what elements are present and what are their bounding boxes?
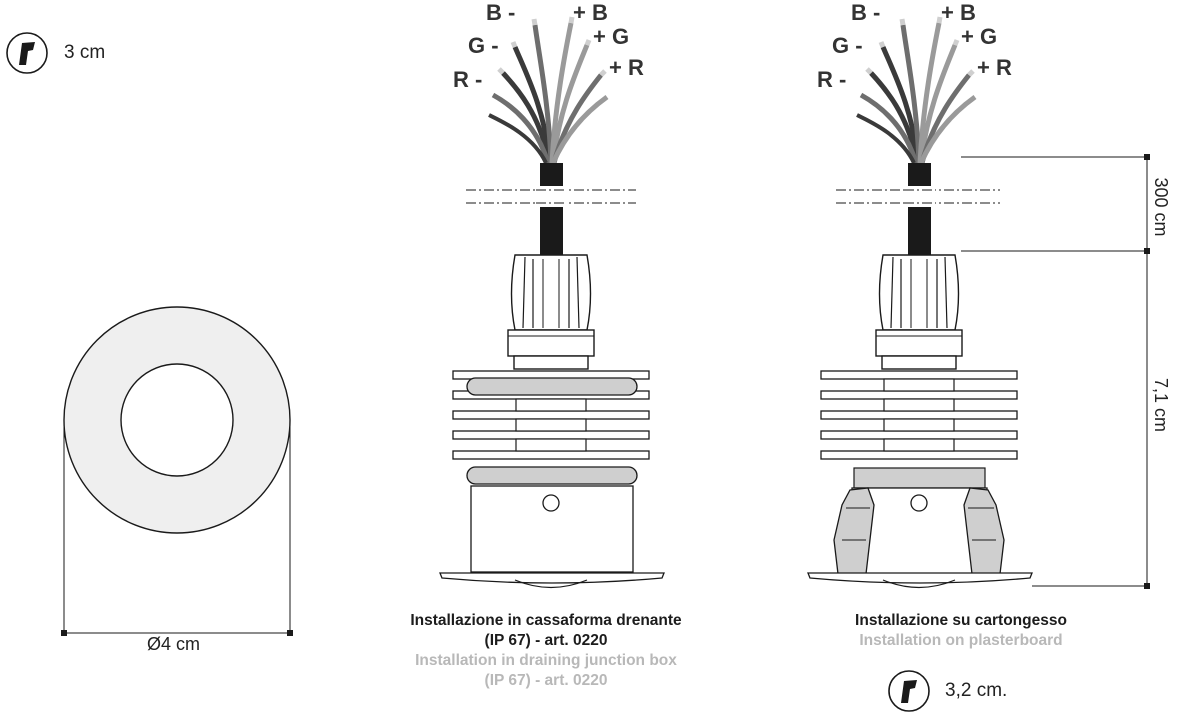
wire-label-b-pos: + B [573,0,608,25]
caption-plasterboard: Installazione su cartongesso Installatio… [781,611,1141,651]
device-plasterboard [807,17,1033,589]
depth-label-right: 3,2 cm. [945,680,1008,701]
wire-label-g-pos: + G [593,24,629,49]
height-dimension-lines [961,154,1150,589]
wire-label-b-neg: B - [486,0,515,25]
caption-it-line1: Installazione in cassaforma drenante [410,612,682,629]
device-draining-box [439,17,665,589]
front-view-ring [63,306,291,534]
diameter-label: Ø4 cm [147,634,201,654]
wire-label-b-neg: B - [851,0,880,25]
caption-draining-box: Installazione in cassaforma drenante (IP… [346,611,746,691]
depth-label-left: 3 cm [64,42,106,63]
wire-label-r-pos: + R [977,55,1012,80]
wire-label-r-neg: R - [817,67,846,92]
wire-label-g-neg: G - [832,33,863,58]
depth-marker-icon [6,32,48,74]
height-label: 7,1 cm [1151,378,1171,432]
wire-label-r-neg: R - [453,67,482,92]
caption-en-line1: Installation on plasterboard [859,632,1063,649]
wire-label-g-neg: G - [468,33,499,58]
caption-en-line2: (IP 67) - art. 0220 [484,672,608,689]
wire-label-b-pos: + B [941,0,976,25]
caption-it-line2: (IP 67) - art. 0220 [484,632,608,649]
caption-it-line1: Installazione su cartongesso [855,612,1067,629]
wire-label-g-pos: + G [961,24,997,49]
depth-marker-icon [888,670,930,712]
diameter-dimension [61,420,293,636]
wire-label-r-pos: + R [609,55,644,80]
cable-length-label: 300 cm [1151,177,1171,236]
caption-en-line1: Installation in draining junction box [415,652,677,669]
